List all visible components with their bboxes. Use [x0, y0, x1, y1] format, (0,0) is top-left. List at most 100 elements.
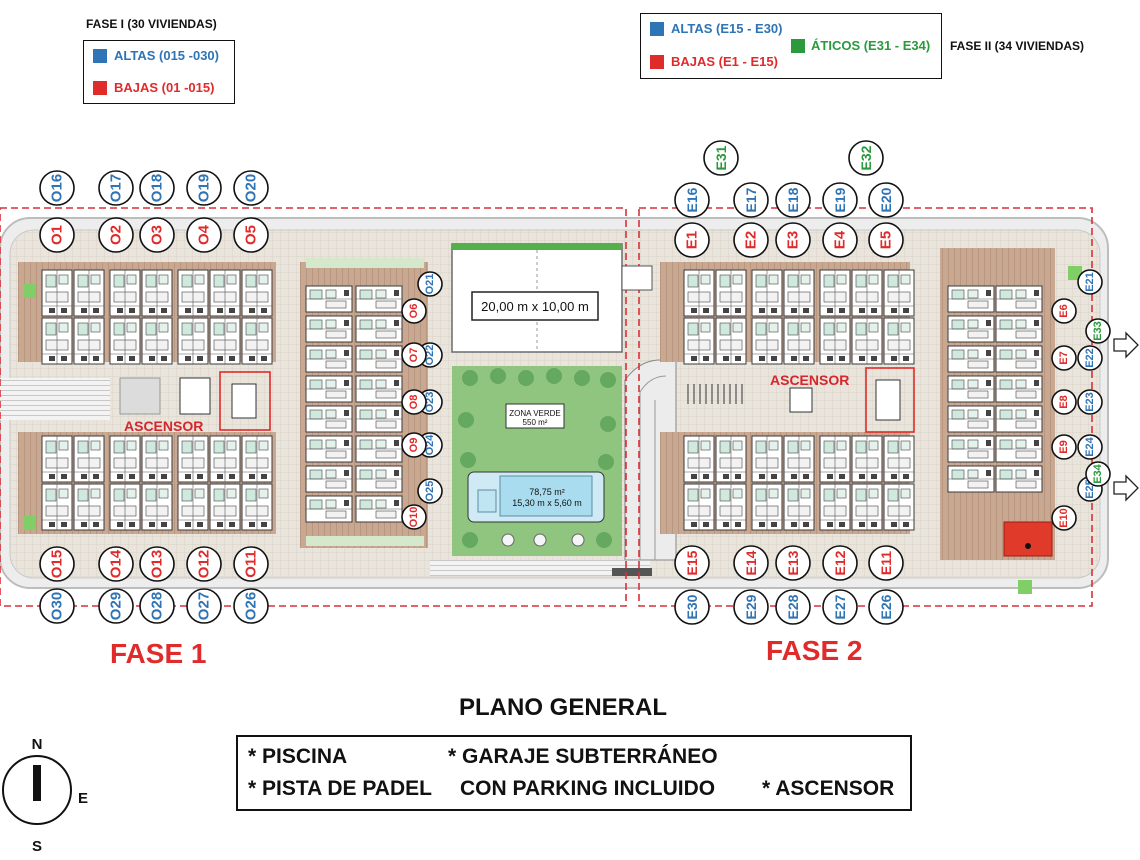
unit-label: E31	[713, 145, 729, 170]
phase1-altas-label: ALTAS (015 -030)	[114, 48, 219, 63]
phase2-elevator-label: ASCENSOR	[770, 372, 849, 388]
unit-marker: E28	[775, 589, 811, 625]
unit-label: O8	[408, 395, 420, 410]
unit-label: O1	[49, 225, 66, 245]
unit-label: E30	[684, 594, 700, 619]
unit-label: E18	[785, 187, 801, 212]
amenity-pool: * PISCINA	[248, 745, 348, 768]
unit-label: E19	[832, 187, 848, 212]
unit-marker: E14	[733, 545, 769, 581]
unit-marker: O9	[401, 432, 427, 458]
unit-marker: O27	[186, 588, 222, 624]
unit-label: O4	[196, 224, 213, 245]
altas-swatch	[93, 49, 107, 63]
unit-marker: E7	[1051, 345, 1077, 371]
unit-marker: O21	[417, 271, 443, 297]
unit-marker: E17	[733, 182, 769, 218]
unit-label: E23	[1084, 392, 1096, 412]
unit-label: O20	[243, 174, 260, 202]
phase2-legend-heading: FASE II (34 VIVIENDAS)	[950, 39, 1085, 53]
unit-label: O18	[149, 174, 166, 202]
unit-label: O26	[243, 592, 260, 620]
altas-swatch	[650, 22, 664, 36]
phase1-bajas-label: BAJAS (01 -015)	[114, 80, 215, 95]
compass-east: E	[78, 790, 88, 807]
unit-marker: E16	[674, 182, 710, 218]
phase1-boundary	[0, 207, 627, 607]
unit-label: E2	[743, 231, 760, 249]
pool-area: 78,75 m²	[529, 487, 565, 497]
unit-label: E29	[743, 594, 759, 619]
phase1-legend: ALTAS (015 -030) BAJAS (01 -015)	[83, 40, 235, 104]
unit-marker: O8	[401, 389, 427, 415]
unit-marker: E32	[848, 140, 884, 176]
unit-label: E34	[1092, 463, 1104, 483]
unit-label: O12	[196, 550, 213, 578]
unit-label: E7	[1058, 351, 1070, 364]
unit-label: E16	[684, 187, 700, 212]
unit-label: E9	[1058, 440, 1070, 453]
plan-title: PLANO GENERAL	[459, 694, 668, 721]
unit-label: E24	[1084, 436, 1096, 456]
unit-marker: O15	[39, 546, 75, 582]
unit-label: E32	[858, 145, 874, 170]
unit-marker: E30	[674, 589, 710, 625]
phase1-entry-ramp	[0, 378, 110, 420]
unit-marker: E26	[868, 589, 904, 625]
unit-label: E20	[878, 187, 894, 212]
unit-marker: O28	[139, 588, 175, 624]
unit-label: O2	[108, 225, 125, 245]
unit-marker: O20	[233, 170, 269, 206]
unit-marker: O26	[233, 588, 269, 624]
unit-label: E15	[684, 550, 700, 575]
service-room	[1003, 521, 1053, 557]
unit-marker: E9	[1051, 434, 1077, 460]
phase2-legend: ALTAS (E15 - E30) BAJAS (E1 - E15) ÁTICO…	[640, 13, 942, 79]
unit-label: E14	[743, 550, 759, 575]
unit-label: O3	[149, 225, 166, 245]
unit-marker: O17	[98, 170, 134, 206]
unit-label: E33	[1092, 321, 1104, 341]
phase2-altas-label: ALTAS (E15 - E30)	[671, 21, 783, 36]
bajas-swatch	[93, 81, 107, 95]
phase2-elevator-box	[865, 367, 915, 433]
unit-marker: E27	[822, 589, 858, 625]
unit-marker: O12	[186, 546, 222, 582]
unit-label: O17	[108, 174, 125, 202]
unit-label: E21	[1084, 272, 1096, 292]
phase2-bajas-label: BAJAS (E1 - E15)	[671, 54, 778, 69]
unit-label: O14	[108, 549, 125, 578]
unit-marker: E13	[775, 545, 811, 581]
unit-marker: E3	[775, 222, 811, 258]
unit-label: O21	[424, 274, 436, 295]
unit-label: O23	[424, 392, 436, 413]
unit-marker: O11	[233, 546, 269, 582]
phase1-elevator-label: ASCENSOR	[124, 418, 203, 434]
unit-marker: O4	[186, 217, 222, 253]
unit-marker: E8	[1051, 389, 1077, 415]
phase1-label: FASE 1	[110, 638, 206, 669]
unit-marker: E33	[1085, 318, 1111, 344]
unit-label: O11	[243, 550, 260, 578]
amenity-elevator: * ASCENSOR	[762, 777, 895, 800]
phase2-aticos-label: ÁTICOS (E31 - E34)	[811, 38, 931, 53]
amenity-garage: * GARAJE SUBTERRÁNEO	[448, 745, 718, 768]
unit-marker: E23	[1077, 389, 1103, 415]
unit-label: E28	[785, 594, 801, 619]
unit-marker: O14	[98, 546, 134, 582]
unit-marker: E29	[733, 589, 769, 625]
unit-label: O10	[408, 507, 420, 528]
unit-label: O28	[149, 592, 166, 620]
unit-marker: O1	[39, 217, 75, 253]
amenity-padel: * PISTA DE PADEL	[248, 777, 432, 800]
green-zone-label-box	[505, 403, 565, 429]
unit-label: E1	[684, 231, 701, 249]
unit-marker: O10	[401, 504, 427, 530]
unit-marker: E5	[868, 222, 904, 258]
unit-label: E13	[785, 550, 801, 575]
unit-label: E10	[1058, 508, 1070, 528]
unit-marker: E18	[775, 182, 811, 218]
unit-marker: E19	[822, 182, 858, 218]
exit-arrow-icon	[1113, 474, 1139, 502]
